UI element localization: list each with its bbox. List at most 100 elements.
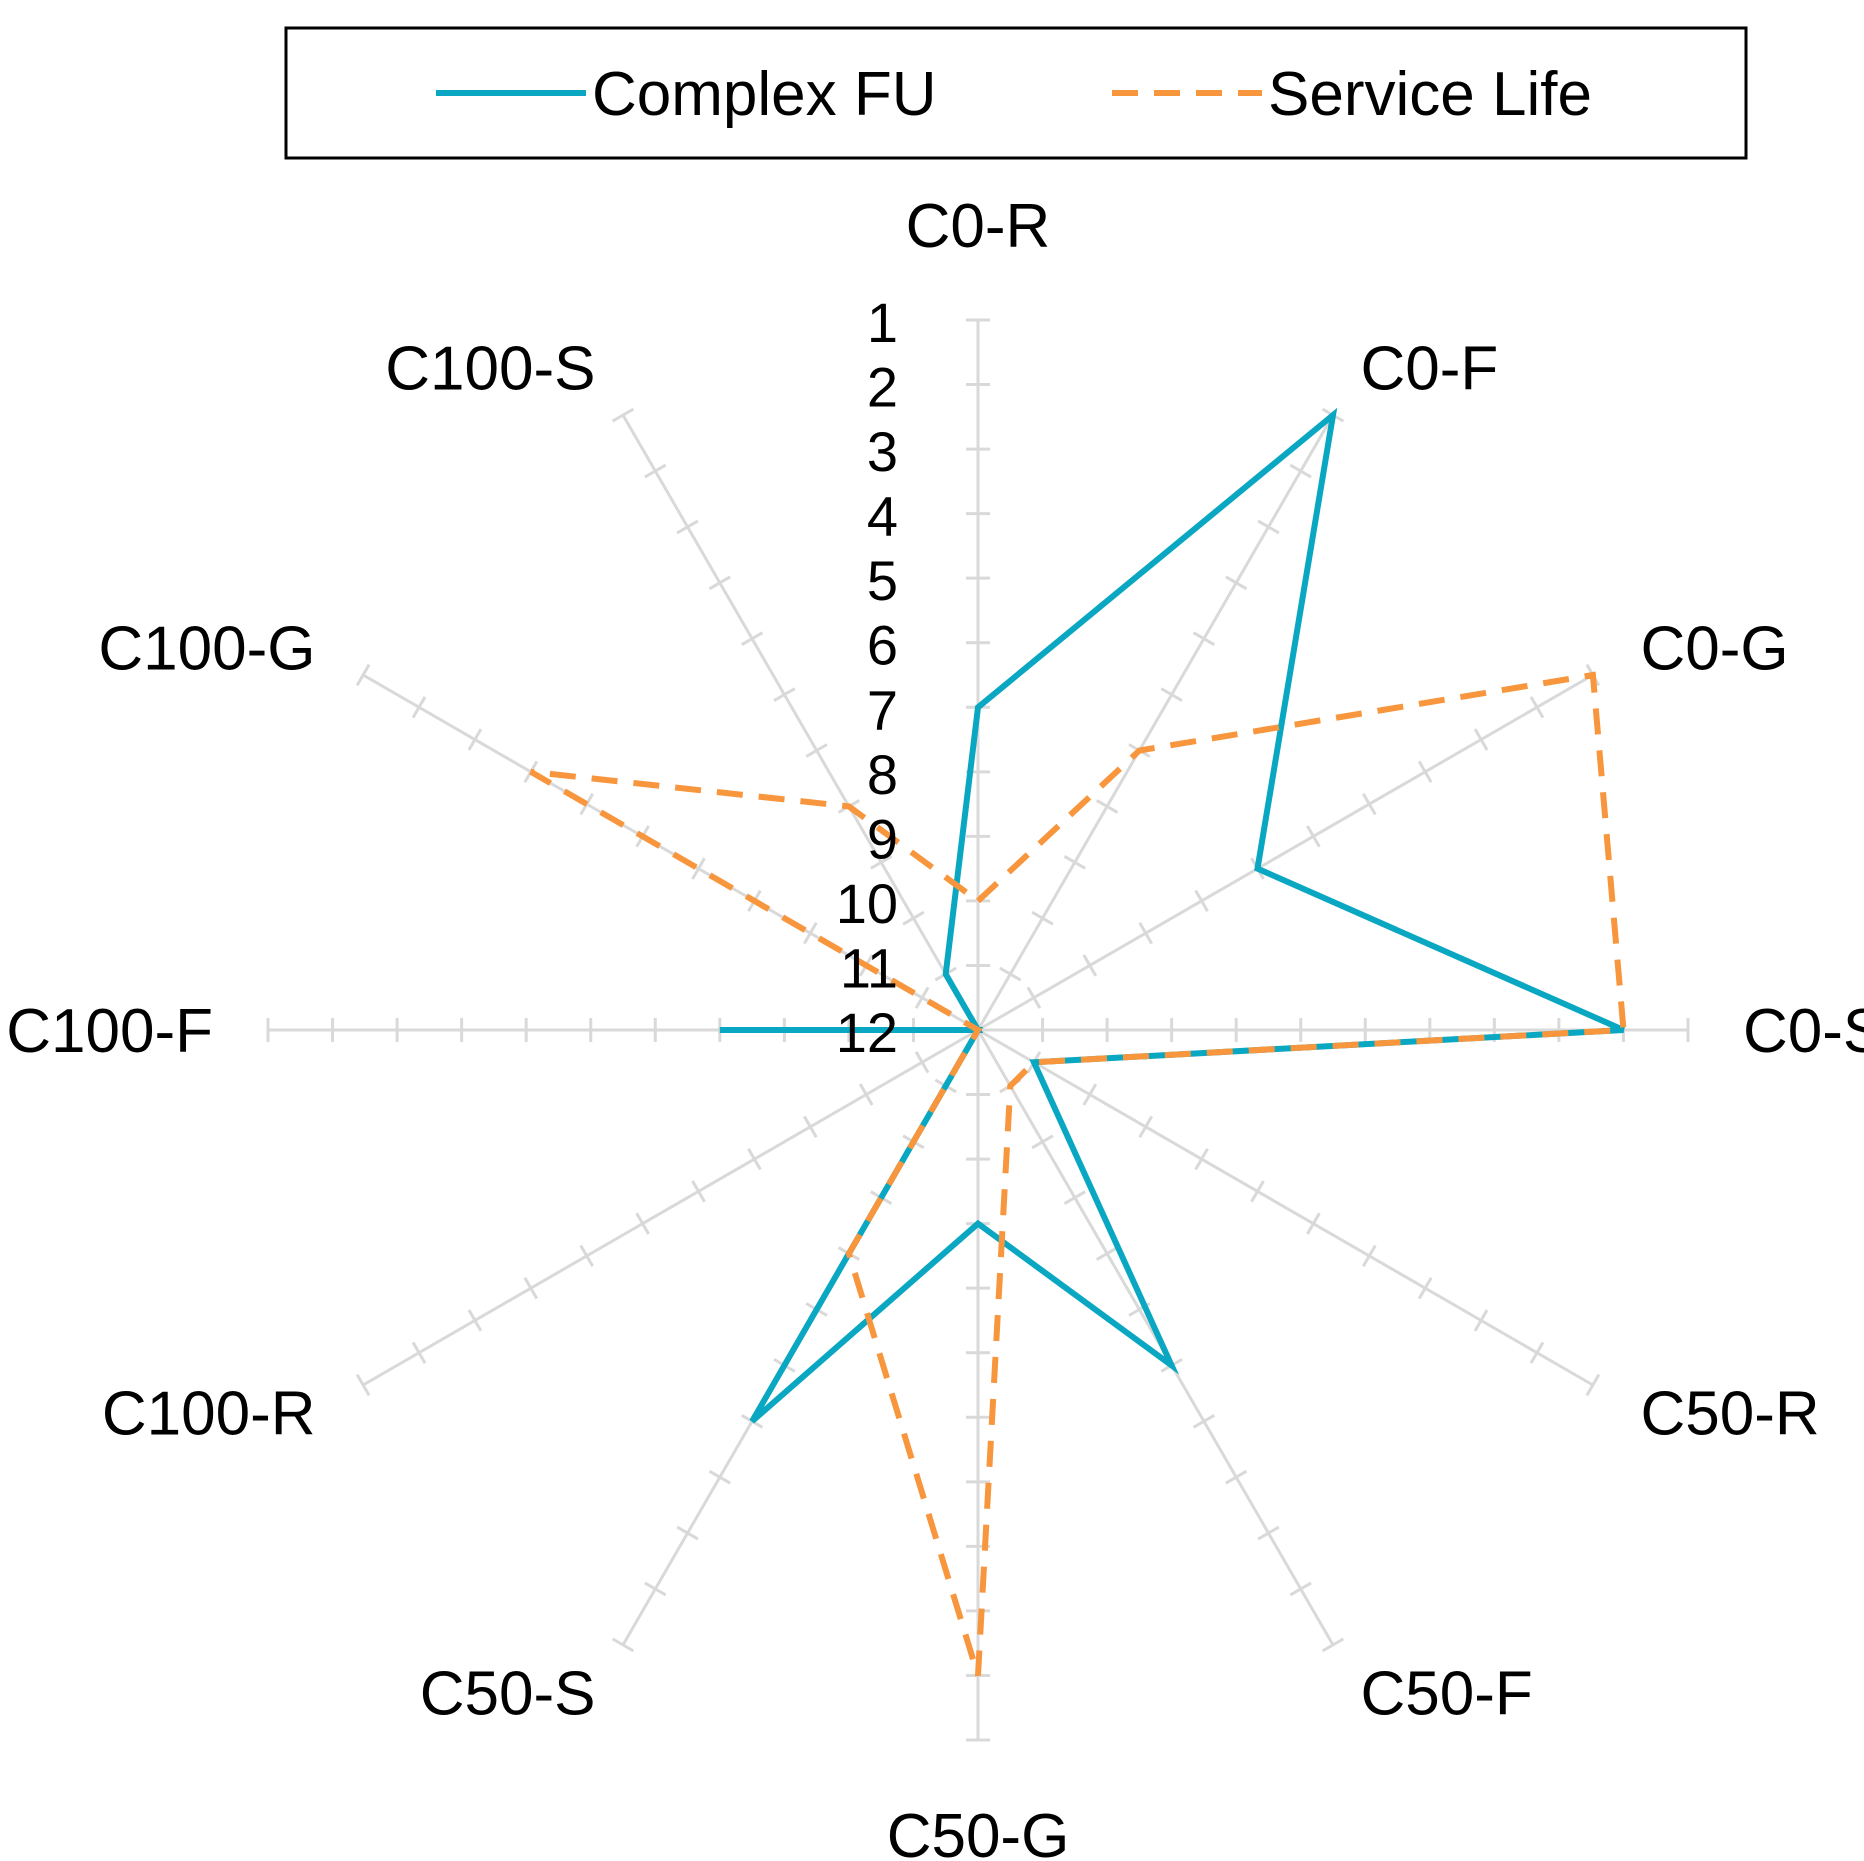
tick-mark (1063, 855, 1086, 870)
tick-mark (773, 687, 796, 702)
tick-mark (676, 519, 699, 535)
tick-mark (1095, 1246, 1119, 1261)
tick-mark (708, 575, 731, 591)
tick-mark (1082, 1083, 1098, 1106)
tick-mark (803, 922, 818, 945)
tick-mark (1529, 1341, 1545, 1364)
spoke-c0-f (976, 414, 1335, 1031)
category-label-c50-s: C50-S (420, 1660, 596, 1729)
tick-mark (1138, 922, 1153, 945)
spoke-c50-f (976, 1029, 1335, 1646)
tick-mark (1417, 1277, 1433, 1300)
tick-mark (1225, 575, 1248, 591)
tick-mark (914, 986, 930, 1009)
axis-tick-label: 7 (867, 678, 898, 741)
tick-mark (579, 1244, 595, 1268)
tick-mark (1095, 799, 1119, 814)
category-label-c50-r: C50-R (1641, 1380, 1820, 1449)
category-label-c100-r: C100-R (102, 1380, 316, 1449)
spoke-c100-s (621, 414, 980, 1031)
legend-label-service-life: Service Life (1268, 60, 1592, 129)
tick-mark (1529, 696, 1545, 719)
axis-tick-label: 3 (867, 420, 898, 483)
tick-mark (1585, 1373, 1601, 1397)
series-service-life (529, 671, 1627, 1677)
axis-tick-label: 1 (867, 291, 898, 354)
tick-mark (676, 1525, 699, 1541)
tick-mark (691, 1180, 706, 1203)
tick-mark (1289, 463, 1312, 479)
axis-tick-label: 8 (867, 743, 898, 806)
tick-mark (1031, 910, 1054, 926)
category-label-c0-r: C0-R (906, 192, 1051, 261)
tick-mark (1257, 1525, 1280, 1541)
category-label-c100-s: C100-S (385, 335, 595, 404)
tick-mark (1192, 1413, 1216, 1429)
tick-mark (1225, 1469, 1248, 1485)
axis-tick-label: 9 (867, 807, 898, 870)
axis-tick-label: 5 (867, 549, 898, 612)
axis-tick-label: 2 (867, 356, 898, 419)
category-label-c50-f: C50-F (1361, 1660, 1533, 1729)
tick-mark (1361, 1244, 1377, 1268)
tick-mark (1031, 1134, 1054, 1150)
tick-mark (1289, 1581, 1312, 1597)
tick-mark (1473, 728, 1489, 751)
tick-mark (805, 743, 828, 758)
tick-mark (870, 855, 893, 870)
axis-tick-label: 4 (867, 485, 898, 548)
category-label-c0-g: C0-G (1641, 615, 1789, 684)
tick-mark (1063, 1190, 1086, 1205)
tick-mark (1306, 1212, 1321, 1235)
axis-tick-label: 6 (867, 614, 898, 677)
tick-mark (644, 1581, 667, 1597)
tick-mark (1321, 1637, 1345, 1653)
legend-label-complex-fu: Complex FU (592, 60, 937, 129)
tick-mark (1257, 519, 1280, 535)
tick-mark (355, 663, 371, 687)
tick-mark (708, 1469, 731, 1485)
tick-mark (611, 407, 635, 423)
tick-mark (858, 1083, 874, 1106)
tick-mark (635, 1212, 650, 1235)
tick-mark (1138, 1115, 1153, 1138)
tick-mark (1306, 825, 1321, 848)
tick-mark (411, 1341, 427, 1364)
radar-grid (266, 318, 1690, 1742)
tick-mark (411, 696, 427, 719)
axis-tick-label: 12 (836, 1001, 898, 1064)
tick-mark (1473, 1309, 1489, 1332)
tick-mark (1192, 631, 1216, 647)
spoke-c0-g (977, 673, 1594, 1032)
radar-series (529, 407, 1627, 1677)
tick-mark (914, 1051, 930, 1074)
category-label-c100-g: C100-G (98, 615, 315, 684)
tick-mark (1082, 954, 1098, 977)
category-label-c50-g: C50-G (887, 1802, 1070, 1861)
tick-mark (467, 1309, 483, 1332)
axis-tick-label: 10 (836, 872, 898, 935)
category-label-c100-f: C100-F (6, 997, 213, 1066)
axis-tick-label: 11 (840, 937, 898, 1000)
legend: Complex FU Service Life (284, 26, 1748, 160)
tick-mark (1417, 760, 1433, 783)
tick-mark (1026, 986, 1042, 1009)
tick-mark (1194, 1147, 1209, 1171)
tick-mark (803, 1115, 818, 1138)
tick-mark (523, 1277, 539, 1300)
tick-mark (611, 1637, 635, 1653)
tick-mark (740, 631, 764, 647)
tick-mark (999, 966, 1022, 982)
tick-mark (644, 463, 667, 479)
spoke-c50-r (977, 1028, 1594, 1387)
tick-mark (747, 1147, 762, 1171)
tick-mark (467, 728, 483, 751)
tick-mark (1160, 687, 1183, 702)
tick-mark (355, 1373, 371, 1397)
category-label-c0-f: C0-F (1361, 335, 1499, 404)
tick-mark (902, 910, 925, 926)
tick-mark (1194, 889, 1209, 913)
category-label-c0-s: C0-S (1743, 997, 1864, 1066)
